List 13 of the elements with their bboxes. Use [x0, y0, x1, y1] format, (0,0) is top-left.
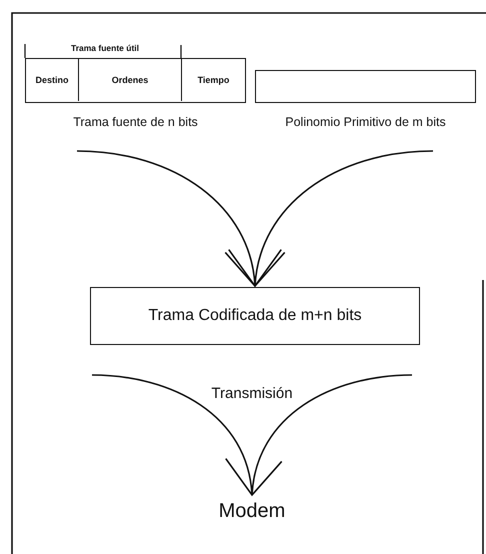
field-cell: Tiempo: [182, 59, 245, 101]
arrow: [230, 150, 434, 287]
device-label: Modem: [200, 496, 304, 526]
field-cell: Ordenes: [79, 59, 182, 101]
node-label: Trama fuente de n bits: [72, 115, 199, 129]
bracket-label: Trama fuente útil: [70, 43, 140, 53]
field-cell: Destino: [26, 59, 79, 101]
arrow: [91, 374, 413, 496]
node-label: Polinomio Primitivo de m bits: [284, 115, 447, 129]
empty-box: [25, 58, 246, 103]
arrow: [76, 150, 280, 287]
frame-box: Trama Codificada de m+n bits: [90, 287, 420, 345]
empty-box: [255, 70, 476, 103]
